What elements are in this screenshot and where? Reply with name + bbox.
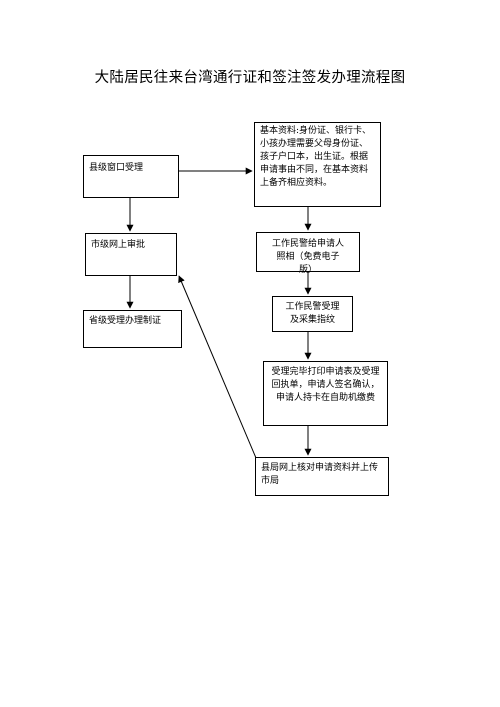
arrow-upload-to-city — [178, 275, 257, 459]
node-city-review-label: 市级网上审批 — [91, 240, 146, 250]
node-basic-materials-label: 基本资料:身份证、银行卡、小孩办理需要父母身份证、孩子户口本，出生证。根据申请事… — [260, 126, 372, 188]
node-photo: 工作民警给申请人照相（免费电子版） — [256, 232, 360, 275]
node-print-sign-pay-label: 受理完毕打印申请表及受理回执单，申请人签名确认，申请人持卡在自助机缴费 — [271, 367, 380, 403]
node-county-window-label: 县级窗口受理 — [89, 163, 144, 173]
node-county-window: 县级窗口受理 — [83, 155, 179, 198]
node-print-sign-pay: 受理完毕打印申请表及受理回执单，申请人签名确认，申请人持卡在自助机缴费 — [263, 361, 388, 426]
node-fingerprint: 工作民警受理及采集指纹 — [272, 296, 353, 332]
node-photo-label: 工作民警给申请人照相（免费电子版） — [271, 239, 344, 275]
node-province-issue-label: 省级受理办理制证 — [89, 316, 162, 326]
page-title: 大陆居民往来台湾通行证和签注签发办理流程图 — [94, 70, 406, 86]
node-fingerprint-label: 工作民警受理及采集指纹 — [285, 302, 340, 325]
node-county-upload-label: 县局网上核对申请资料并上传市局 — [261, 463, 379, 486]
node-basic-materials: 基本资料:身份证、银行卡、小孩办理需要父母身份证、孩子户口本，出生证。根据申请事… — [254, 122, 381, 207]
node-province-issue: 省级受理办理制证 — [83, 310, 182, 348]
node-city-review: 市级网上审批 — [85, 233, 177, 276]
node-county-upload: 县局网上核对申请资料并上传市局 — [255, 457, 389, 496]
